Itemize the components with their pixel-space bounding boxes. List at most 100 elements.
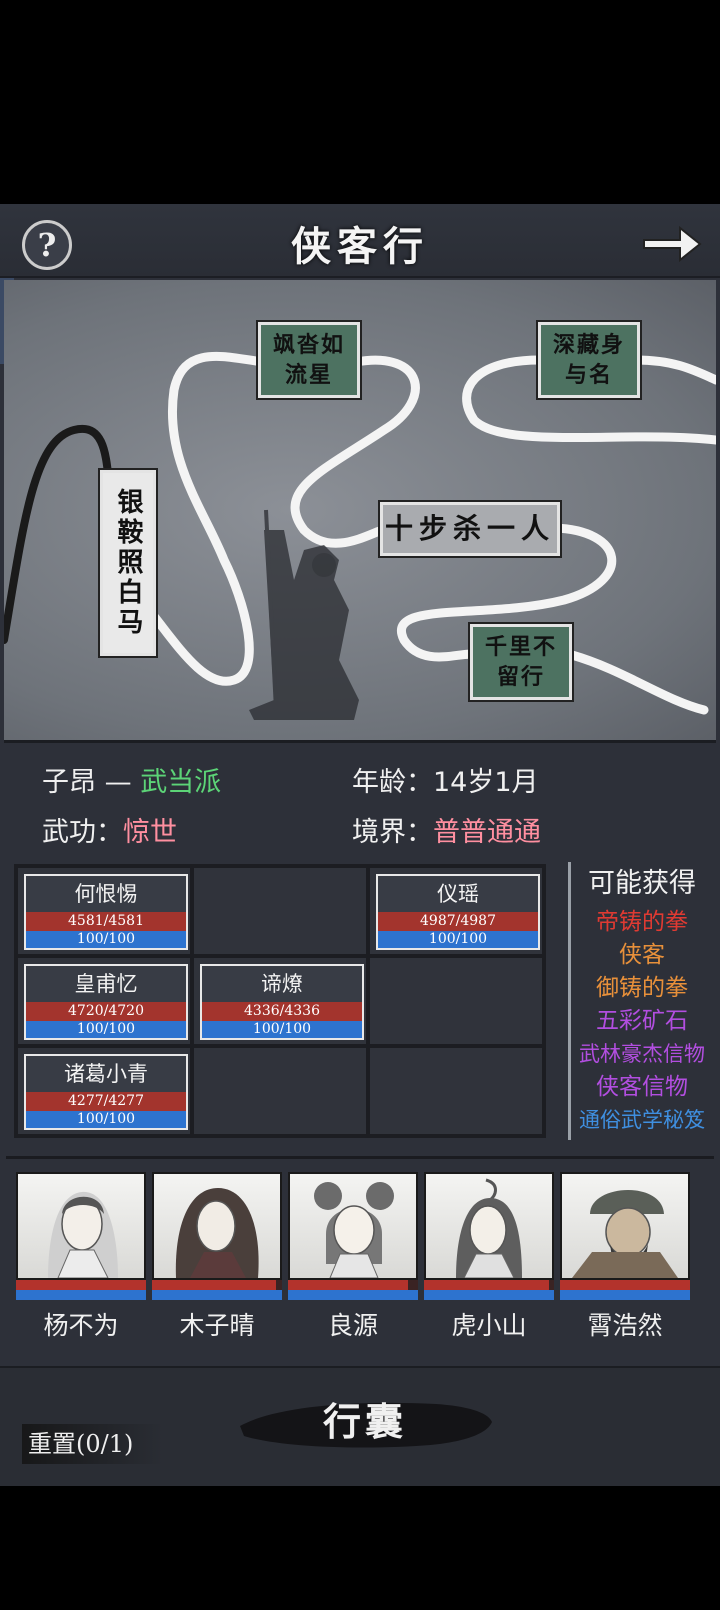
map-node-1[interactable]: 飒沓如流星 bbox=[256, 320, 362, 400]
member-mp-fill bbox=[288, 1290, 418, 1300]
member-portrait[interactable] bbox=[16, 1172, 146, 1280]
formation-unit[interactable]: 诸葛小青 4277/4277 100/100 bbox=[24, 1054, 188, 1130]
character-sect: 武当派 bbox=[140, 767, 222, 798]
reward-item[interactable]: 通俗武学秘笈 bbox=[579, 1108, 705, 1132]
unit-mp-bar: 100/100 bbox=[26, 1111, 186, 1128]
unit-hp-bar: 4336/4336 bbox=[202, 1002, 362, 1021]
member-name: 霄浩然 bbox=[587, 1311, 663, 1340]
member-name: 杨不为 bbox=[43, 1311, 119, 1340]
member-portrait[interactable] bbox=[424, 1172, 554, 1280]
name-separator: — bbox=[104, 767, 132, 798]
member-hp-bar bbox=[560, 1280, 690, 1290]
formation-unit[interactable]: 何恨惕 4581/4581 100/100 bbox=[24, 874, 188, 950]
unit-mp-bar: 100/100 bbox=[202, 1021, 362, 1038]
formation-unit[interactable]: 仪瑶 4987/4987 100/100 bbox=[376, 874, 540, 950]
character-martial-row: 武功：惊世 bbox=[42, 810, 177, 849]
member-hp-fill bbox=[152, 1280, 276, 1290]
member-mp-fill bbox=[560, 1290, 690, 1300]
member-hp-fill bbox=[560, 1280, 690, 1290]
level-map: 飒沓如流星 深藏身与名 银鞍照白马 十步杀一人 千里不留行 bbox=[4, 280, 716, 743]
member-portrait[interactable] bbox=[560, 1172, 690, 1280]
formation-slot[interactable]: 仪瑶 4987/4987 100/100 bbox=[368, 866, 544, 956]
formation-slot-empty[interactable] bbox=[192, 866, 368, 956]
character-name-row: 子昂 — 武当派 bbox=[42, 760, 221, 799]
next-arrow-icon[interactable] bbox=[640, 222, 704, 266]
map-node-5[interactable]: 千里不留行 bbox=[468, 622, 574, 702]
formation-slot[interactable]: 谛燎 4336/4336 100/100 bbox=[192, 956, 368, 1046]
formation-slot-empty[interactable] bbox=[192, 1046, 368, 1136]
page-title: 侠客行 bbox=[291, 223, 429, 270]
party-member[interactable]: 虎小山 bbox=[424, 1172, 554, 1342]
formation-slot[interactable]: 诸葛小青 4277/4277 100/100 bbox=[16, 1046, 192, 1136]
rewards-divider bbox=[568, 862, 571, 1140]
formation-slot[interactable]: 皇甫忆 4720/4720 100/100 bbox=[16, 956, 192, 1046]
member-mp-bar bbox=[16, 1290, 146, 1300]
portrait-face-icon bbox=[456, 1178, 522, 1278]
character-name: 子昂 bbox=[42, 767, 96, 798]
unit-mp-bar: 100/100 bbox=[26, 931, 186, 948]
member-mp-bar bbox=[152, 1290, 282, 1300]
character-age-row: 年龄：14岁1月 bbox=[352, 760, 539, 799]
reward-item[interactable]: 侠客 bbox=[619, 942, 665, 968]
unit-name: 谛燎 bbox=[261, 972, 303, 996]
member-mp-bar bbox=[424, 1290, 554, 1300]
character-realm-row: 境界：普普通通 bbox=[352, 810, 541, 849]
age-value: 14岁1月 bbox=[433, 767, 539, 798]
party-member[interactable]: 杨不为 bbox=[16, 1172, 146, 1342]
swordsman-silhouette bbox=[249, 509, 359, 720]
party-member[interactable]: 木子晴 bbox=[152, 1172, 282, 1342]
portrait-face-icon bbox=[48, 1191, 118, 1278]
martial-label: 武功： bbox=[42, 817, 123, 848]
member-mp-bar bbox=[288, 1290, 418, 1300]
party-member[interactable]: 霄浩然 bbox=[560, 1172, 690, 1342]
formation-grid: 何恨惕 4581/4581 100/100 仪瑶 4987/4987 100/1… bbox=[14, 864, 546, 1138]
member-mp-fill bbox=[16, 1290, 146, 1300]
member-portrait[interactable] bbox=[288, 1172, 418, 1280]
party-member[interactable]: 良源 bbox=[288, 1172, 418, 1342]
help-button[interactable]: ? bbox=[22, 220, 72, 270]
reward-item[interactable]: 御铸的拳 bbox=[596, 975, 688, 1001]
portrait-face-icon bbox=[572, 1189, 678, 1278]
reset-button[interactable]: 重置(0/1) bbox=[22, 1424, 164, 1464]
member-mp-fill bbox=[152, 1290, 282, 1300]
rewards-list: 可能获得 帝铸的拳 侠客 御铸的拳 五彩矿石 武林豪杰信物 侠客信物 通俗武学秘… bbox=[566, 862, 718, 1137]
map-node-3[interactable]: 银鞍照白马 bbox=[98, 468, 158, 658]
unit-hp-bar: 4277/4277 bbox=[26, 1092, 186, 1111]
member-hp-fill bbox=[424, 1280, 549, 1290]
realm-label: 境界： bbox=[352, 817, 433, 848]
age-label: 年龄： bbox=[352, 767, 433, 798]
formation-unit[interactable]: 皇甫忆 4720/4720 100/100 bbox=[24, 964, 188, 1040]
map-node-4[interactable]: 十步杀一人 bbox=[378, 500, 562, 558]
unit-mp-bar: 100/100 bbox=[26, 1021, 186, 1038]
brush-stroke-icon bbox=[240, 1402, 492, 1448]
formation-unit[interactable]: 谛燎 4336/4336 100/100 bbox=[200, 964, 364, 1040]
reward-item[interactable]: 帝铸的拳 bbox=[596, 909, 688, 935]
unit-name: 何恨惕 bbox=[74, 882, 138, 906]
member-mp-fill bbox=[424, 1290, 554, 1300]
portrait-face-icon bbox=[314, 1182, 394, 1278]
member-mp-bar bbox=[560, 1290, 690, 1300]
member-name: 木子晴 bbox=[179, 1311, 255, 1340]
member-hp-fill bbox=[16, 1280, 146, 1290]
unit-hp-bar: 4581/4581 bbox=[26, 912, 186, 931]
member-hp-fill bbox=[288, 1280, 408, 1290]
member-hp-bar bbox=[152, 1280, 282, 1290]
section-divider bbox=[6, 1156, 714, 1159]
reward-item[interactable]: 五彩矿石 bbox=[596, 1008, 688, 1034]
member-portrait[interactable] bbox=[152, 1172, 282, 1280]
formation-slot-empty[interactable] bbox=[368, 1046, 544, 1136]
map-node-2[interactable]: 深藏身与名 bbox=[536, 320, 642, 400]
member-name: 良源 bbox=[327, 1311, 378, 1340]
formation-slot-empty[interactable] bbox=[368, 956, 544, 1046]
reward-item[interactable]: 武林豪杰信物 bbox=[579, 1042, 705, 1066]
realm-value: 普普通通 bbox=[433, 817, 541, 848]
formation-slot[interactable]: 何恨惕 4581/4581 100/100 bbox=[16, 866, 192, 956]
unit-mp-bar: 100/100 bbox=[378, 931, 538, 948]
reward-item[interactable]: 侠客信物 bbox=[596, 1074, 688, 1100]
unit-hp-bar: 4987/4987 bbox=[378, 912, 538, 931]
unit-name: 皇甫忆 bbox=[74, 972, 138, 996]
member-hp-bar bbox=[16, 1280, 146, 1290]
rewards-title: 可能获得 bbox=[588, 868, 696, 899]
member-name: 虎小山 bbox=[451, 1311, 527, 1340]
bag-button[interactable]: 行囊 bbox=[322, 1399, 407, 1444]
